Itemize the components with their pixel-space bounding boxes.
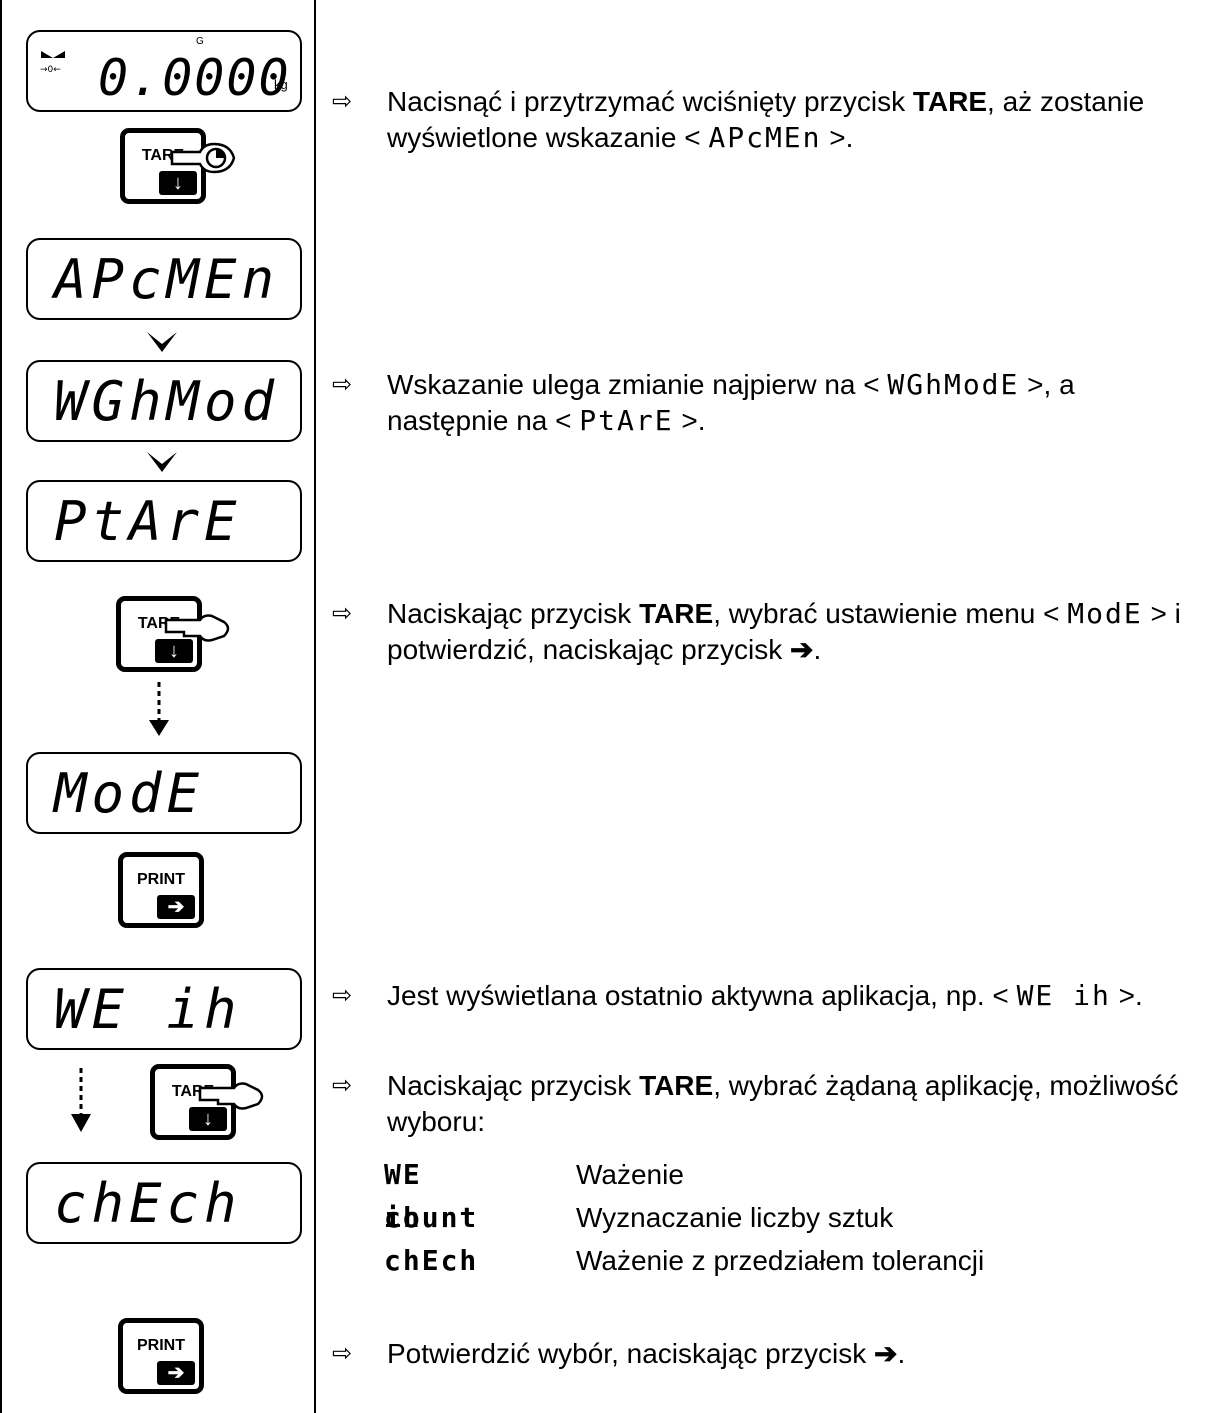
print-key[interactable]: PRINT ➔ <box>118 852 204 928</box>
step-text: Potwierdzić wybór, naciskając przycisk ➔… <box>387 1338 906 1369</box>
step-text: Jest wyświetlana ostatnio aktywna aplika… <box>387 979 1143 1012</box>
chevron-down-icon <box>147 452 177 472</box>
zero-indicator-icon: →0← <box>40 51 65 75</box>
arrow-bullet-icon: ⇨ <box>332 1340 353 1367</box>
g-mark: G <box>196 36 204 47</box>
display-weih: WE ih <box>26 968 302 1050</box>
app-code: chEch <box>384 1244 479 1277</box>
instruction-illustrations-column: →0← G 0.0000 kg TARE ↓ APcMEn WGhMod PtA… <box>0 0 316 1413</box>
display-mode: ModE <box>26 752 302 834</box>
down-arrow-icon: ↓ <box>189 1107 227 1131</box>
print-key-confirm[interactable]: PRINT ➔ <box>118 1318 204 1394</box>
svg-text:→0←: →0← <box>40 65 61 75</box>
app-desc: Wyznaczanie liczby sztuk <box>576 1202 894 1233</box>
display-wghmod-text: WGhMod <box>54 370 280 433</box>
right-arrow-icon: ➔ <box>157 895 195 919</box>
display-check-text: chEch <box>54 1172 242 1235</box>
arrow-bullet-icon: ⇨ <box>332 600 353 627</box>
weight-value: 0.0000 <box>98 49 291 107</box>
arrow-bullet-icon: ⇨ <box>332 982 353 1009</box>
arrow-bullet-icon: ⇨ <box>332 1072 353 1099</box>
weight-display: →0← G 0.0000 kg <box>26 30 302 112</box>
arrow-bullet-icon: ⇨ <box>332 88 353 115</box>
pressing-hand-icon <box>198 1082 264 1110</box>
display-apcmen-text: APcMEn <box>54 248 280 311</box>
down-arrow-icon: ↓ <box>155 639 193 663</box>
arrow-bullet-icon: ⇨ <box>332 371 353 398</box>
display-wghmod: WGhMod <box>26 360 302 442</box>
display-ptare: PtArE <box>26 480 302 562</box>
weight-unit: kg <box>274 77 288 92</box>
dotted-down-arrow-icon <box>71 1068 91 1132</box>
display-apcmen: APcMEn <box>26 238 302 320</box>
app-desc: Ważenie <box>576 1159 684 1190</box>
down-arrow-icon: ↓ <box>159 171 197 195</box>
app-code: WE ih <box>384 1158 422 1234</box>
app-desc: Ważenie z przedziałem tolerancji <box>576 1245 985 1276</box>
step-text: Nacisnąć i przytrzymać wciśnięty przycis… <box>387 86 1145 154</box>
tare-key-press[interactable]: TARE ↓ <box>116 596 202 672</box>
app-code: count <box>384 1201 479 1234</box>
step-text: Wskazanie ulega zmianie najpierw na < WG… <box>387 368 1075 437</box>
print-key-label: PRINT <box>137 871 185 888</box>
chevron-down-icon <box>147 332 177 352</box>
display-ptare-text: PtArE <box>54 490 242 553</box>
pressing-hand-icon <box>164 614 230 642</box>
display-mode-text: ModE <box>54 762 205 825</box>
hold-hand-icon <box>170 142 236 174</box>
right-arrow-icon: ➔ <box>157 1361 195 1385</box>
print-key-label: PRINT <box>137 1337 185 1354</box>
step-text: Naciskając przycisk TARE, wybrać żądaną … <box>387 1070 1179 1137</box>
step-text: Naciskając przycisk TARE, wybrać ustawie… <box>387 597 1181 665</box>
dotted-down-arrow-icon <box>149 682 169 736</box>
display-check: chEch <box>26 1162 302 1244</box>
display-weih-text: WE ih <box>54 978 242 1041</box>
